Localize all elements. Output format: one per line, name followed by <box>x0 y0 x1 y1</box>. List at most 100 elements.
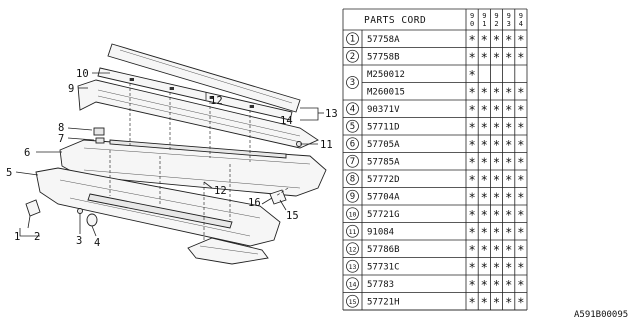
row-number-circle <box>346 102 359 116</box>
availability-mark: * <box>493 295 500 309</box>
row-number: 5 <box>350 122 355 132</box>
row-number: 7 <box>350 157 355 167</box>
row-number-circle <box>346 49 359 63</box>
availability-mark: * <box>468 155 475 169</box>
clip-bracket-7 <box>95 137 105 144</box>
availability-mark: * <box>493 260 500 274</box>
availability-mark: * <box>517 120 524 134</box>
availability-mark: * <box>468 103 475 117</box>
part-code: 57704A <box>367 192 400 202</box>
callout-14: 14 <box>280 115 293 127</box>
availability-mark: * <box>481 103 488 117</box>
availability-mark: * <box>481 243 488 257</box>
callout-13: 13 <box>325 108 338 120</box>
availability-mark: * <box>481 155 488 169</box>
availability-mark: * <box>468 173 475 187</box>
callout-3: 3 <box>76 235 82 247</box>
callout-10: 10 <box>76 68 89 80</box>
availability-mark: * <box>468 225 475 239</box>
callout-1: 1 <box>14 231 20 243</box>
availability-mark: * <box>517 33 524 47</box>
availability-mark: * <box>468 190 475 204</box>
part-code: M250012 <box>367 70 405 80</box>
diagram-code: A591B00095 <box>574 310 628 320</box>
part-code: 57783 <box>367 280 394 290</box>
availability-mark: * <box>481 260 488 274</box>
availability-mark: * <box>517 260 524 274</box>
availability-mark: * <box>517 278 524 292</box>
row-number: 8 <box>350 174 355 184</box>
availability-mark: * <box>505 33 512 47</box>
part-code: 57785A <box>367 157 400 167</box>
availability-mark: * <box>517 50 524 64</box>
part-code: 57786B <box>367 245 400 255</box>
availability-mark: * <box>517 208 524 222</box>
availability-mark: * <box>481 208 488 222</box>
availability-mark: * <box>505 173 512 187</box>
row-number-circle <box>346 242 359 256</box>
availability-mark: * <box>481 120 488 134</box>
availability-mark: * <box>468 85 475 99</box>
callout-2: 2 <box>34 231 40 243</box>
availability-mark: * <box>517 138 524 152</box>
availability-mark: * <box>505 278 512 292</box>
availability-mark: * <box>493 243 500 257</box>
availability-mark: * <box>468 278 475 292</box>
availability-mark: * <box>468 33 475 47</box>
availability-mark: * <box>468 120 475 134</box>
availability-mark: * <box>468 50 475 64</box>
lower-bumper-shell <box>35 167 281 247</box>
callout-8: 8 <box>58 122 64 134</box>
part-code: 57711D <box>367 122 400 132</box>
availability-mark: * <box>468 138 475 152</box>
part-code: 57721H <box>367 297 400 307</box>
row-number: 3 <box>350 78 355 88</box>
upper-trim-strip <box>107 43 301 113</box>
availability-mark: * <box>468 68 475 82</box>
availability-mark: * <box>517 85 524 99</box>
availability-mark: * <box>468 260 475 274</box>
row-number-circle <box>346 294 359 308</box>
row-number-circle <box>346 259 359 273</box>
availability-mark: * <box>493 208 500 222</box>
part-code: 57758A <box>367 35 400 45</box>
row-number: 13 <box>349 263 357 271</box>
availability-mark: * <box>468 295 475 309</box>
availability-mark: * <box>481 50 488 64</box>
availability-mark: * <box>481 85 488 99</box>
availability-mark: * <box>517 243 524 257</box>
row-number-circle <box>346 189 359 203</box>
clip-bracket-8 <box>93 127 105 136</box>
side-plate-1-2 <box>25 199 41 217</box>
availability-mark: * <box>517 155 524 169</box>
row-number: 6 <box>350 139 355 149</box>
availability-mark: * <box>493 173 500 187</box>
availability-mark: * <box>468 243 475 257</box>
availability-mark: * <box>493 225 500 239</box>
availability-mark: * <box>493 190 500 204</box>
availability-mark: * <box>468 208 475 222</box>
callout-6: 6 <box>24 147 30 159</box>
availability-mark: * <box>493 50 500 64</box>
row-number-circle <box>346 154 359 168</box>
availability-mark: * <box>517 190 524 204</box>
row-number-circle <box>346 119 359 133</box>
cap-4 <box>86 213 98 227</box>
part-code: 57721G <box>367 210 400 220</box>
availability-mark: * <box>517 295 524 309</box>
part-code: 57758B <box>367 52 400 62</box>
callout-9: 9 <box>68 83 74 95</box>
availability-mark: * <box>517 225 524 239</box>
row-number: 10 <box>349 210 357 218</box>
